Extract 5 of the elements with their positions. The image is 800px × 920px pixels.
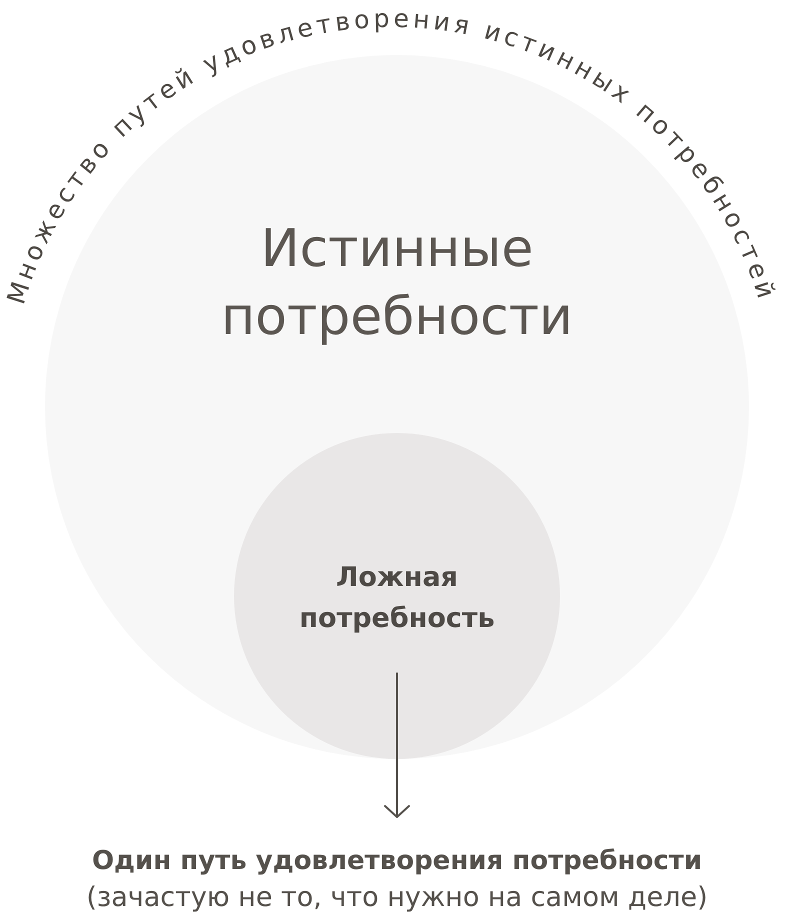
caption-note: (зачастую не то, что нужно на самом деле): [86, 881, 708, 915]
caption-heading: Один путь удовлетворения потребности: [92, 845, 702, 878]
circle-title: Истинные потребности: [221, 218, 573, 349]
circle-label: Ложная потребность: [299, 561, 495, 636]
arrow: [384, 672, 410, 818]
